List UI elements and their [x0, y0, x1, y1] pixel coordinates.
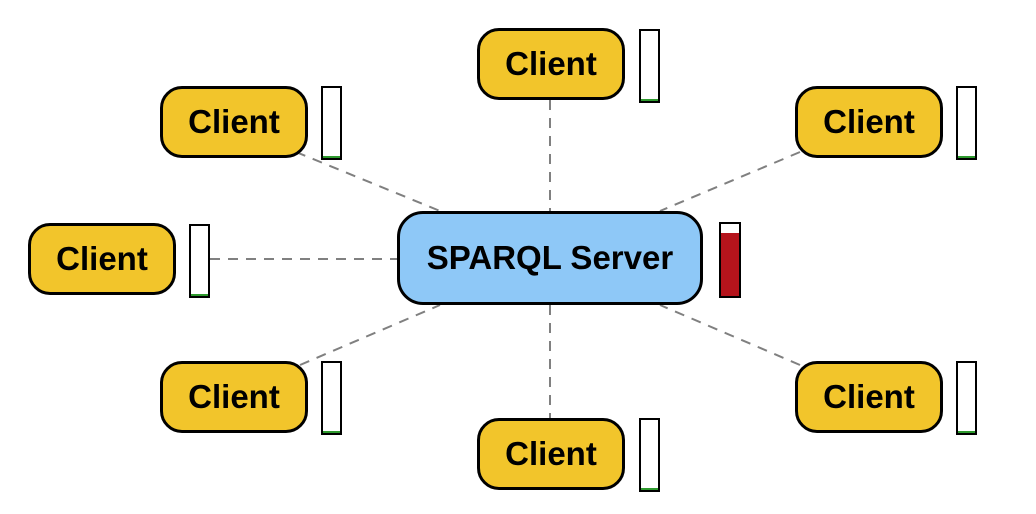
client-load-meter-lower-left [321, 361, 342, 435]
client-node-top: Client [477, 28, 625, 100]
client-load-meter-bottom [639, 418, 660, 492]
client-load-meter-left-fill [191, 294, 208, 296]
client-node-upper-right: Client [795, 86, 943, 158]
sparql-server-node: SPARQL Server [397, 211, 703, 305]
client-load-meter-lower-right-fill [958, 431, 975, 433]
client-node-upper-left: Client [160, 86, 308, 158]
client-load-meter-lower-left-fill [323, 431, 340, 433]
client-load-meter-left [189, 224, 210, 298]
client-load-meter-upper-right [956, 86, 977, 160]
client-node-lower-right: Client [795, 361, 943, 433]
server-load-meter-fill [721, 233, 739, 296]
connector-upper-right [659, 151, 801, 212]
client-load-meter-upper-left [321, 86, 342, 160]
client-node-bottom: Client [477, 418, 625, 490]
connector-lower-right [659, 304, 801, 366]
client-node-left: Client [28, 223, 176, 295]
client-load-meter-top-fill [641, 99, 658, 101]
client-load-meter-lower-right [956, 361, 977, 435]
server-load-meter [719, 222, 741, 298]
client-load-meter-top [639, 29, 660, 103]
client-load-meter-upper-right-fill [958, 156, 975, 158]
client-node-lower-left: Client [160, 361, 308, 433]
client-load-meter-upper-left-fill [323, 156, 340, 158]
connector-upper-left [295, 151, 441, 212]
client-load-meter-bottom-fill [641, 488, 658, 490]
connector-lower-left [299, 304, 441, 366]
